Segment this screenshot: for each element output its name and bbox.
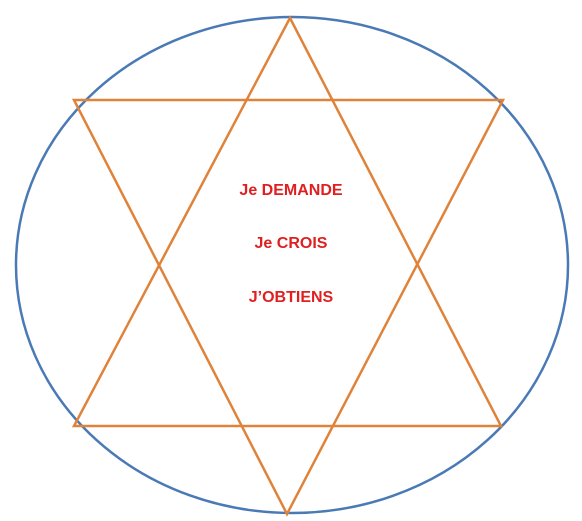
- downward-triangle: [71, 98, 506, 517]
- text-line-crois: Je CROIS: [255, 235, 328, 252]
- text-line-obtiens: J’OBTIENS: [249, 289, 334, 306]
- upward-triangle: [71, 15, 504, 428]
- outer-circle: [14, 15, 570, 515]
- text-line-demande: Je DEMANDE: [239, 182, 342, 199]
